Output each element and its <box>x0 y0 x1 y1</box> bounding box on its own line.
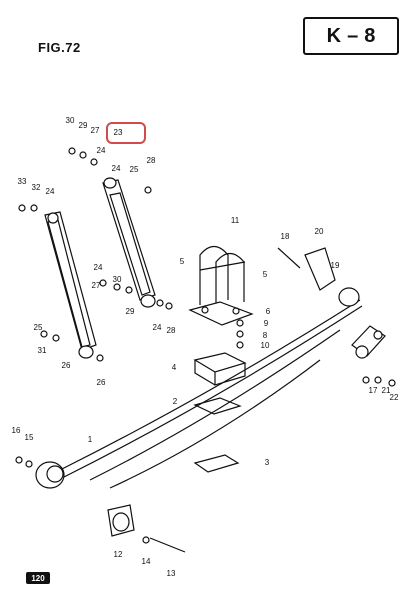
part-callout-14: 14 <box>142 557 151 566</box>
part-callout-21: 21 <box>382 386 391 395</box>
part-callout-8: 8 <box>263 331 268 340</box>
part-callout-17: 17 <box>369 386 378 395</box>
page-code-dash: – <box>347 24 359 47</box>
part-callout-1: 1 <box>88 435 93 444</box>
spacer-blocks <box>193 352 247 415</box>
spring-eye-front <box>35 461 65 489</box>
part-callout-30: 30 <box>113 275 122 284</box>
part-callout-19: 19 <box>331 261 340 270</box>
part-callout-24: 24 <box>153 323 162 332</box>
page-code-number: 8 <box>364 24 376 47</box>
part-callout-9: 9 <box>264 319 269 328</box>
part-callout-26: 26 <box>97 378 106 387</box>
part-callout-33: 33 <box>18 177 27 186</box>
page-code-box: K – 8 <box>303 17 399 55</box>
part-callout-18: 18 <box>281 232 290 241</box>
part-callout-15: 15 <box>25 433 34 442</box>
part-callout-12: 12 <box>114 550 123 559</box>
part-callout-25: 25 <box>130 165 139 174</box>
part-callout-23: 23 <box>114 128 123 137</box>
svg-text:120: 120 <box>31 574 45 583</box>
figure-title: FIG.72 <box>38 40 81 55</box>
part-callout-31: 31 <box>38 346 47 355</box>
part-callout-10: 10 <box>261 341 270 350</box>
part-callout-24: 24 <box>94 263 103 272</box>
part-callout-24: 24 <box>112 164 121 173</box>
shock-absorber-left <box>44 211 97 359</box>
shock-absorber-right <box>102 177 156 308</box>
clamp-plate <box>193 454 240 473</box>
u-bolts <box>199 245 246 310</box>
part-callout-6: 6 <box>266 307 271 316</box>
spring-seat-plate <box>188 301 254 326</box>
part-callout-30: 30 <box>66 116 75 125</box>
part-callout-5: 5 <box>263 270 268 279</box>
part-callout-28: 28 <box>147 156 156 165</box>
part-callout-11: 11 <box>231 216 240 225</box>
part-callout-25: 25 <box>34 323 43 332</box>
part-callout-29: 29 <box>79 121 88 130</box>
part-callout-2: 2 <box>173 397 178 406</box>
page-code-letter: K <box>326 24 342 47</box>
part-callout-3: 3 <box>265 458 270 467</box>
spring-eye-rear <box>338 287 386 359</box>
part-callout-16: 16 <box>12 426 21 435</box>
front-bushing <box>107 504 186 553</box>
hanger-bracket <box>277 247 336 291</box>
part-callout-28: 28 <box>167 326 176 335</box>
leaf-spring <box>59 299 363 489</box>
part-callout-26: 26 <box>62 361 71 370</box>
part-callout-22: 22 <box>390 393 399 402</box>
part-callout-24: 24 <box>46 187 55 196</box>
part-callout-29: 29 <box>126 307 135 316</box>
part-callout-5: 5 <box>180 257 185 266</box>
footer-badge: 120 <box>26 572 50 584</box>
part-callout-4: 4 <box>172 363 177 372</box>
part-callout-13: 13 <box>167 569 176 578</box>
part-callout-32: 32 <box>32 183 41 192</box>
hardware-nuts-washers <box>15 147 396 544</box>
part-callout-27: 27 <box>92 281 101 290</box>
part-callout-20: 20 <box>315 227 324 236</box>
part-callout-24: 24 <box>97 146 106 155</box>
highlight-box <box>106 122 146 144</box>
part-callout-27: 27 <box>91 126 100 135</box>
